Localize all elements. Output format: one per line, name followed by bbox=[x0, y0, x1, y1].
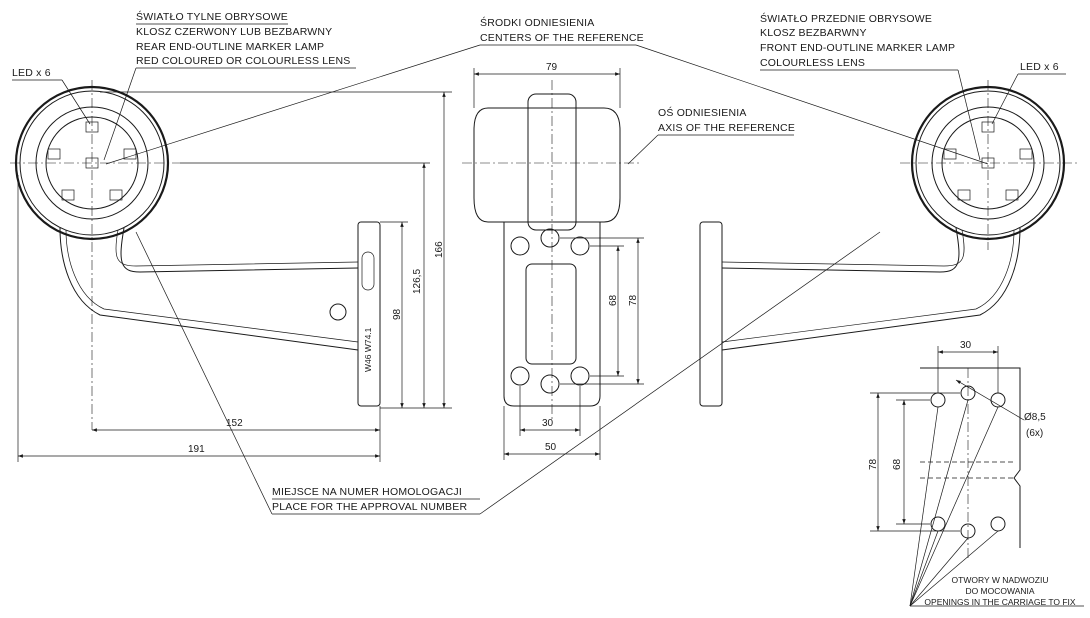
bolt-hole bbox=[570, 236, 590, 256]
front-led-count: LED x 6 bbox=[1020, 61, 1059, 73]
approval-label-pl: MIEJSCE NA NUMER HOMOLOGACJI bbox=[272, 486, 462, 498]
led-icon bbox=[85, 157, 99, 169]
dim-pattern-68: 68 bbox=[892, 458, 903, 470]
front-lamp-housing bbox=[910, 85, 1066, 241]
dim-68: 68 bbox=[608, 294, 619, 306]
dim-78: 78 bbox=[628, 294, 639, 306]
led-icon bbox=[981, 157, 995, 169]
dim-98: 98 bbox=[392, 308, 403, 320]
led-icon bbox=[123, 148, 137, 160]
led-icon bbox=[981, 121, 995, 133]
openings-label-en: OPENINGS IN THE CARRIAGE TO FIX bbox=[924, 597, 1075, 607]
bolt-hole bbox=[540, 228, 560, 248]
bolt-hole bbox=[540, 374, 560, 394]
fixing-hole bbox=[930, 392, 946, 408]
mounting-hole-pattern: 30 78 68 Ø8,5 (6x) OTWORY W NADWOZIU DO … bbox=[868, 340, 1084, 607]
openings-label-pl1: OTWORY W NADWOZIU bbox=[952, 575, 1049, 585]
rear-lens-en: RED COLOURED OR COLOURLESS LENS bbox=[136, 55, 351, 67]
front-lens-pl: KLOSZ BEZBARWNY bbox=[760, 27, 867, 39]
front-mounting-plate bbox=[699, 221, 723, 407]
rear-lamp-label: ŚWIATŁO TYLNE OBRYSOWE KLOSZ CZERWONY LU… bbox=[12, 10, 356, 161]
led-icon bbox=[1005, 189, 1019, 201]
approval-label-en: PLACE FOR THE APPROVAL NUMBER bbox=[272, 501, 467, 513]
centers-label-pl: ŚRODKI ODNIESIENIA bbox=[480, 16, 594, 29]
dim-79: 79 bbox=[546, 62, 558, 73]
front-title-en: FRONT END-OUTLINE MARKER LAMP bbox=[760, 42, 955, 54]
led-icon bbox=[85, 121, 99, 133]
hole-diameter: Ø8,5 bbox=[1024, 412, 1046, 423]
center-view bbox=[462, 80, 640, 420]
front-lens-en: COLOURLESS LENS bbox=[760, 57, 865, 69]
dim-166: 166 bbox=[434, 241, 445, 258]
dim-pattern-30: 30 bbox=[960, 340, 972, 351]
rear-view-dimensions: 191 152 166 126,5 98 bbox=[17, 91, 452, 462]
dim-191: 191 bbox=[188, 444, 205, 455]
rear-title-en: REAR END-OUTLINE MARKER LAMP bbox=[136, 41, 324, 53]
bolt-hole bbox=[510, 236, 530, 256]
center-bolt-holes bbox=[510, 228, 590, 394]
led-icon bbox=[47, 148, 61, 160]
front-lamp-view bbox=[699, 80, 1080, 407]
led-icon bbox=[61, 189, 75, 201]
axis-label-en: AXIS OF THE REFERENCE bbox=[658, 122, 795, 134]
rear-led-array bbox=[47, 121, 137, 201]
carriage-outline bbox=[920, 367, 1021, 548]
bolt-hole bbox=[570, 366, 590, 386]
dim-30: 30 bbox=[542, 418, 554, 429]
lamp-side-body bbox=[473, 107, 621, 223]
dim-50: 50 bbox=[545, 442, 557, 453]
led-icon bbox=[109, 189, 123, 201]
fixing-hole bbox=[990, 516, 1006, 532]
rear-lamp-arm bbox=[59, 227, 359, 351]
rear-title-pl: ŚWIATŁO TYLNE OBRYSOWE bbox=[136, 10, 288, 23]
led-icon bbox=[943, 148, 957, 160]
reference-labels: ŚRODKI ODNIESIENIA CENTERS OF THE REFERE… bbox=[105, 16, 989, 165]
center-view-dimensions: 79 68 78 30 50 bbox=[473, 62, 644, 460]
openings-label-pl2: DO MOCOWANIA bbox=[965, 586, 1034, 596]
front-title-pl: ŚWIATŁO PRZEDNIE OBRYSOWE bbox=[760, 12, 932, 25]
hole-count: (6x) bbox=[1026, 428, 1043, 439]
front-lamp-label: ŚWIATŁO PRZEDNIE OBRYSOWE KLOSZ BEZBARWN… bbox=[760, 12, 1066, 161]
led-icon bbox=[957, 189, 971, 201]
rear-lens-pl: KLOSZ CZERWONY LUB BEZBARWNY bbox=[136, 26, 332, 38]
axis-label-pl: OŚ ODNIESIENIA bbox=[658, 106, 747, 119]
centers-label-en: CENTERS OF THE REFERENCE bbox=[480, 32, 644, 44]
rear-mounting-plate bbox=[357, 221, 381, 407]
dim-126-5: 126,5 bbox=[412, 269, 423, 294]
dim-pattern-78: 78 bbox=[868, 458, 879, 470]
led-icon bbox=[1019, 148, 1033, 160]
rear-lamp-view: W46 W74.1 bbox=[10, 80, 381, 430]
dim-152: 152 bbox=[226, 418, 243, 429]
front-led-array bbox=[943, 121, 1033, 201]
rear-led-count: LED x 6 bbox=[12, 67, 51, 79]
approval-mark: W46 W74.1 bbox=[363, 327, 373, 372]
front-lamp-arm bbox=[721, 227, 1021, 351]
bolt-hole bbox=[510, 366, 530, 386]
approval-label: MIEJSCE NA NUMER HOMOLOGACJI PLACE FOR T… bbox=[135, 231, 881, 515]
